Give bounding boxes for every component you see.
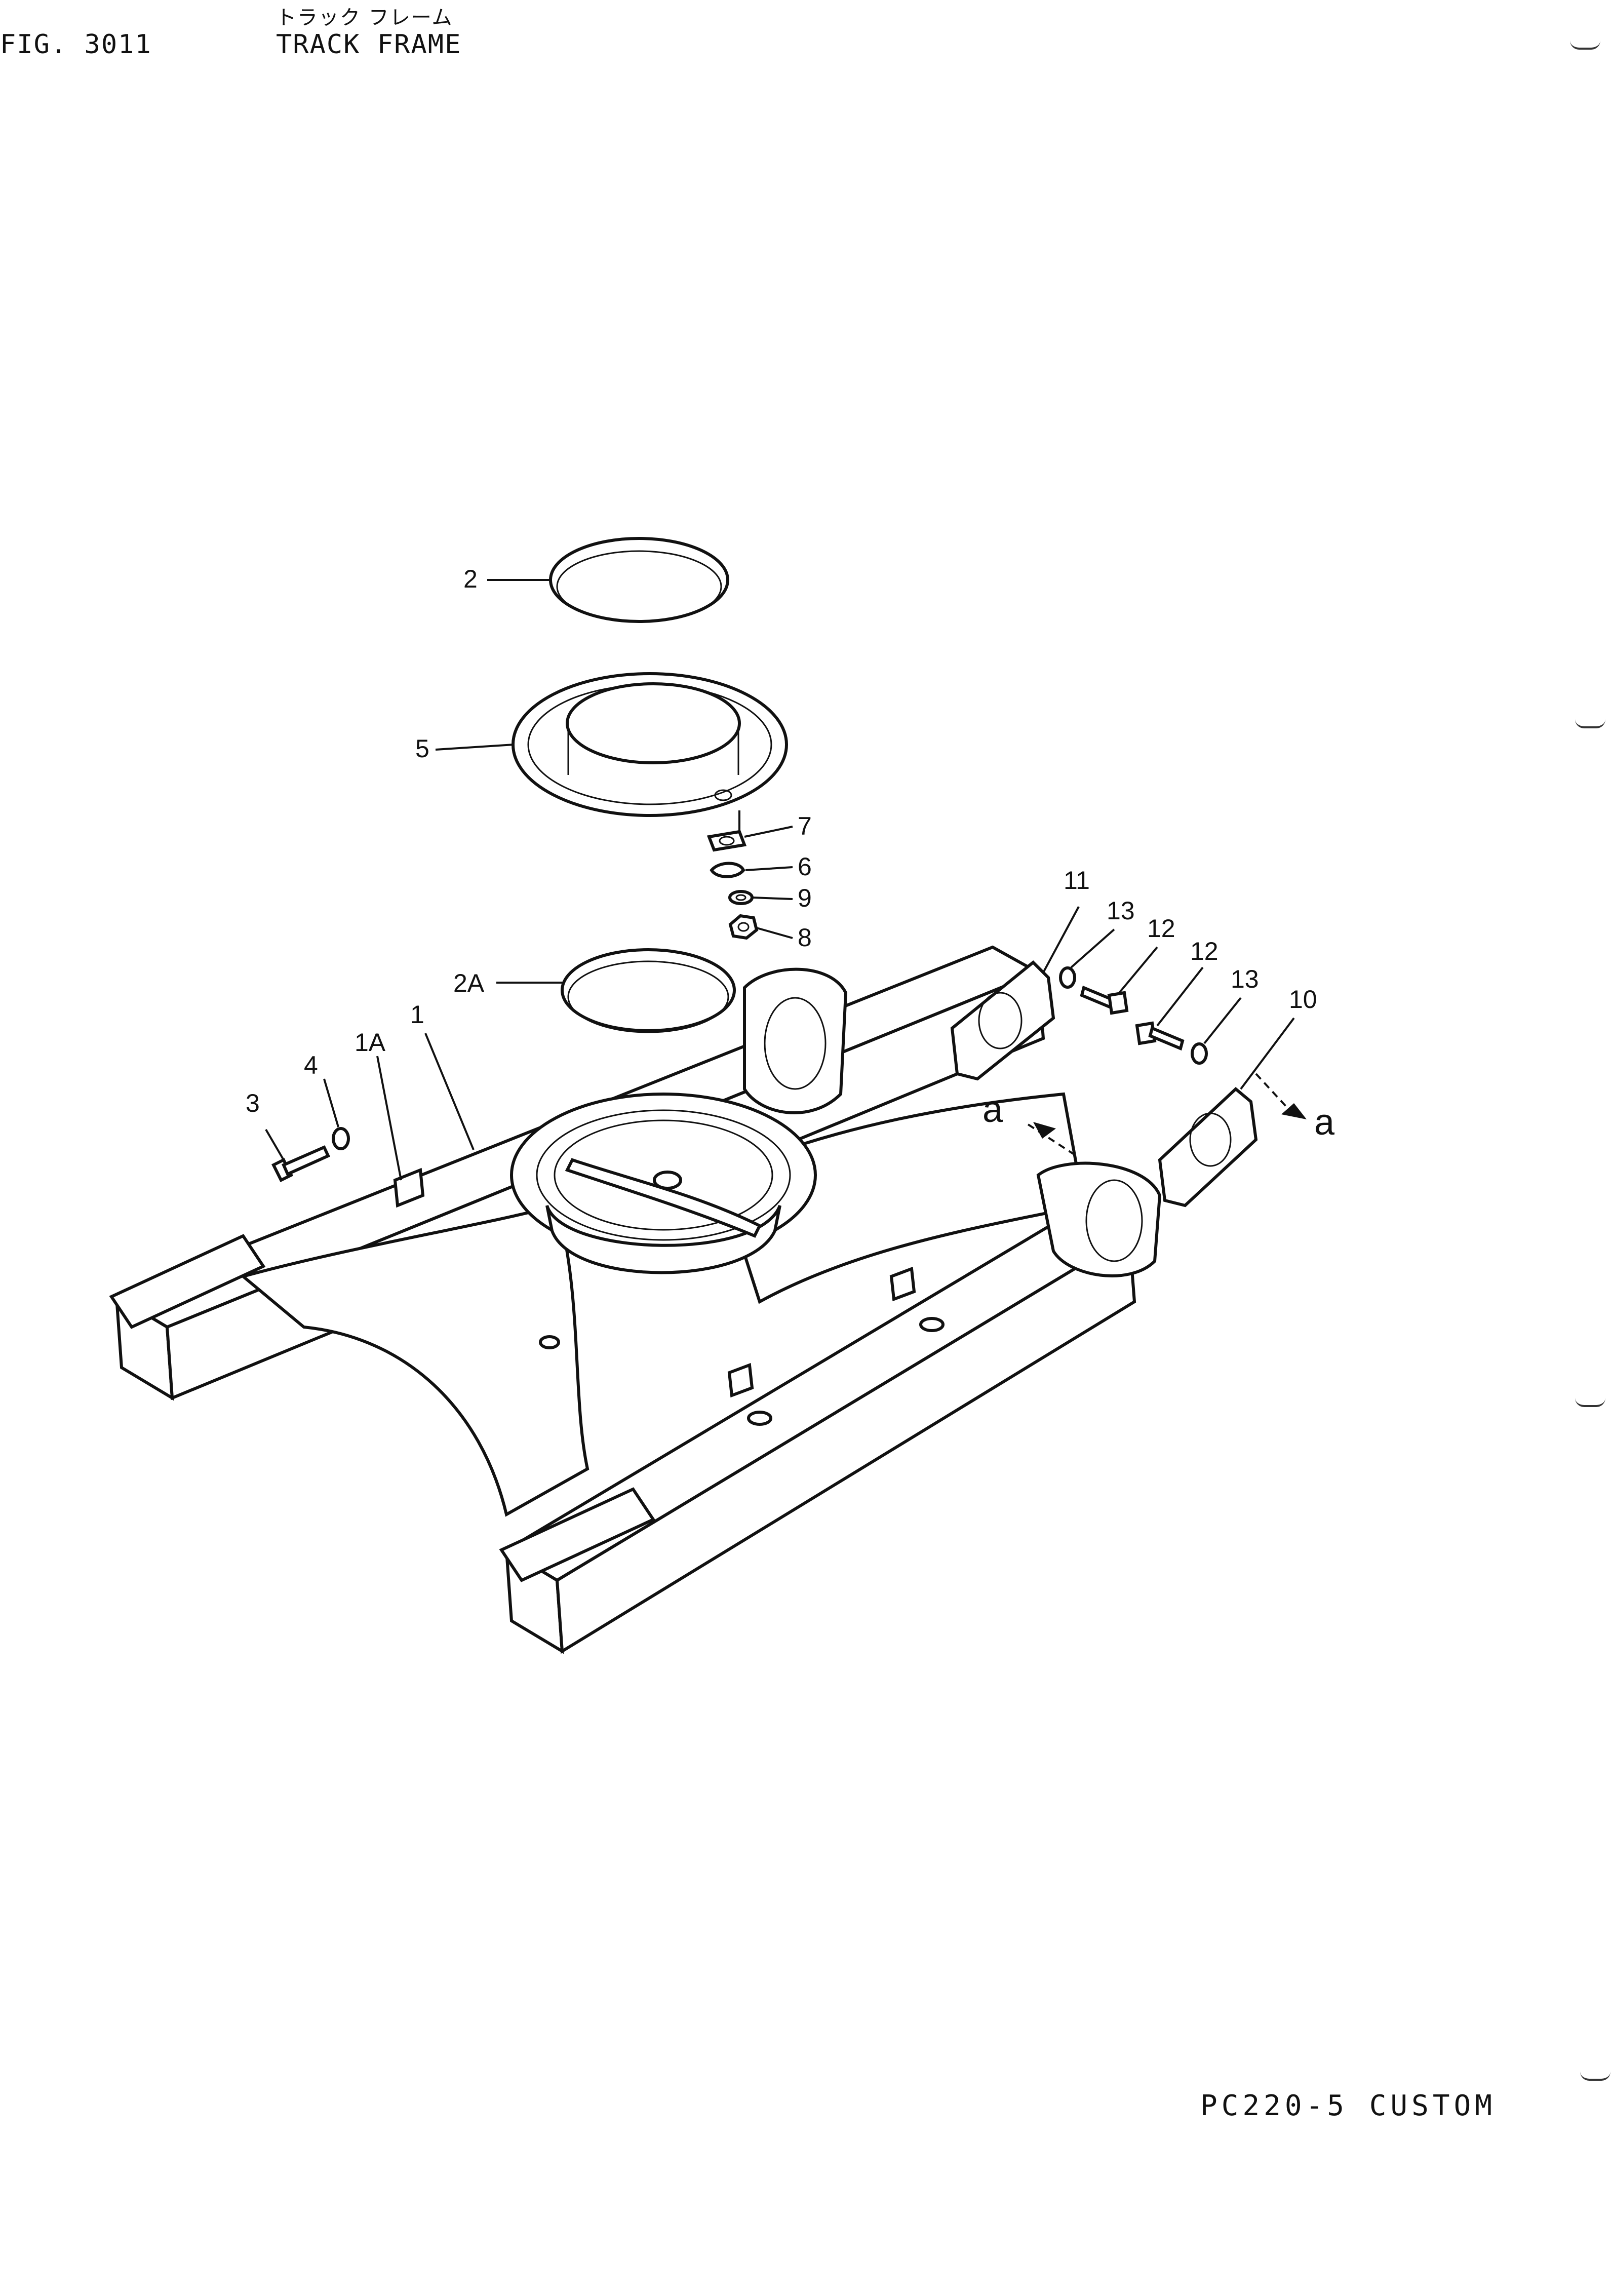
model-label: PC220-5 CUSTOM — [1200, 2089, 1497, 2122]
callout-2: 2 — [463, 565, 478, 593]
callout-8: 8 — [798, 923, 812, 952]
part-13-washer-lower — [1191, 1042, 1208, 1065]
binding-mark — [1580, 2072, 1610, 2081]
part-3-bolt — [271, 1145, 331, 1183]
part-10-cover — [1158, 1087, 1258, 1208]
callout-5: 5 — [415, 734, 429, 763]
callout-1: 1 — [410, 1000, 424, 1029]
callout-13-upper: 13 — [1107, 897, 1135, 925]
track-frame-drawing — [109, 945, 1162, 1654]
leader-lines — [265, 579, 1307, 1181]
view-marker-a-left: a — [982, 1089, 1003, 1130]
part-12-bolt-upper — [1080, 985, 1129, 1015]
callout-11: 11 — [1064, 866, 1090, 894]
callout-12-lower: 12 — [1190, 937, 1218, 965]
binding-mark — [1575, 1398, 1605, 1407]
part-9-washer — [728, 890, 754, 905]
binding-mark — [1575, 719, 1605, 728]
callout-4: 4 — [304, 1051, 318, 1079]
part-5-seal-plate — [512, 672, 788, 817]
callout-labels: 2 5 7 6 9 8 2A 1 1A 4 3 11 13 12 12 13 1… — [246, 565, 1335, 1143]
callout-13-lower: 13 — [1231, 965, 1259, 993]
callout-12-upper: 12 — [1147, 914, 1175, 943]
callout-6: 6 — [798, 852, 812, 881]
figure-number: FIG. 3011 — [0, 29, 152, 60]
title-japanese: トラック フレーム — [276, 6, 453, 29]
callout-9: 9 — [798, 884, 812, 912]
callout-1A: 1A — [355, 1028, 386, 1057]
view-marker-a-right: a — [1314, 1102, 1335, 1143]
page-title: TRACK FRAME — [276, 29, 462, 60]
part-2-ring — [549, 537, 729, 623]
part-4-washer — [332, 1127, 350, 1150]
callout-2A: 2A — [453, 969, 485, 997]
part-11-cover — [950, 960, 1055, 1081]
callout-7: 7 — [798, 812, 812, 840]
part-7-plate — [706, 830, 747, 852]
binding-mark — [1570, 41, 1600, 50]
callout-3: 3 — [246, 1089, 260, 1117]
part-2A-ring — [561, 948, 736, 1033]
part-8-nut — [728, 914, 759, 940]
part-13-washer-upper — [1059, 966, 1076, 989]
part-6-plug — [710, 862, 745, 878]
part-12-bolt-lower — [1135, 1021, 1185, 1051]
callout-10: 10 — [1289, 985, 1317, 1014]
